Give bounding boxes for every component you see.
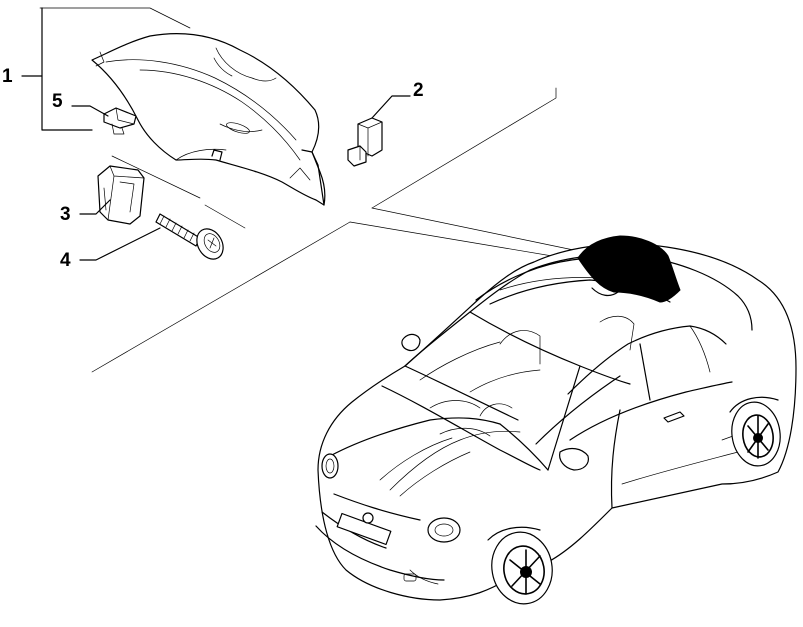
callout-1: 1 <box>2 66 13 87</box>
part-3-lamp-holder <box>97 165 145 225</box>
part-2-bracket-clip <box>347 117 383 167</box>
callout-leaders <box>21 7 411 261</box>
part-4-screw <box>155 213 224 260</box>
car-illustration <box>315 235 797 605</box>
callout-labels: 1 2 3 4 5 <box>2 66 424 271</box>
part-5-clip <box>103 107 137 135</box>
sunroof-highlight-part <box>577 235 681 303</box>
callout-3: 3 <box>60 204 71 225</box>
callout-5: 5 <box>52 91 63 112</box>
callout-2: 2 <box>413 80 424 101</box>
exploded-view-frame <box>39 7 589 373</box>
part-1-trim-cover <box>91 33 326 206</box>
callout-4: 4 <box>60 250 71 271</box>
